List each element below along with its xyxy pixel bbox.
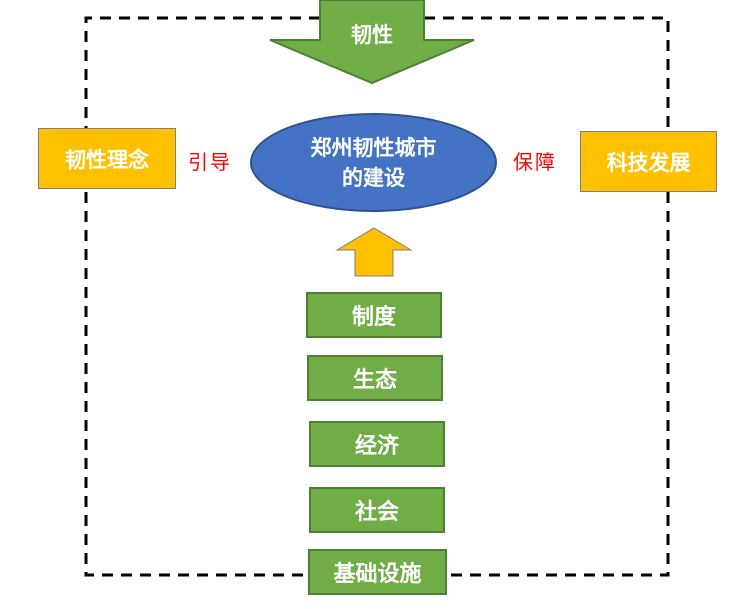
stack-item-economy: 经济 bbox=[309, 421, 445, 467]
dashed-frame-bottom-right bbox=[446, 192, 670, 577]
top-down-arrow bbox=[269, 0, 475, 85]
dashed-frame-top-right bbox=[424, 16, 670, 128]
dashed-frame-top-left bbox=[84, 16, 320, 128]
stack-item-infrastructure: 基础设施 bbox=[308, 549, 447, 595]
stack-item-system: 制度 bbox=[306, 292, 442, 338]
stack-item-ecology: 生态 bbox=[307, 355, 443, 401]
dashed-frame-bottom-left bbox=[84, 192, 306, 577]
center-ellipse: 郑州韧性城市的建设 bbox=[250, 113, 497, 212]
top-arrow-label: 韧性 bbox=[351, 23, 393, 47]
bottom-up-arrow bbox=[335, 227, 413, 277]
left-link-label: 引导 bbox=[188, 150, 232, 174]
center-label: 郑州韧性城市的建设 bbox=[310, 135, 437, 190]
right-box: 科技发展 bbox=[580, 131, 717, 192]
left-box: 韧性理念 bbox=[38, 128, 176, 189]
stack-item-society: 社会 bbox=[309, 487, 445, 533]
right-link-label: 保障 bbox=[513, 150, 557, 174]
